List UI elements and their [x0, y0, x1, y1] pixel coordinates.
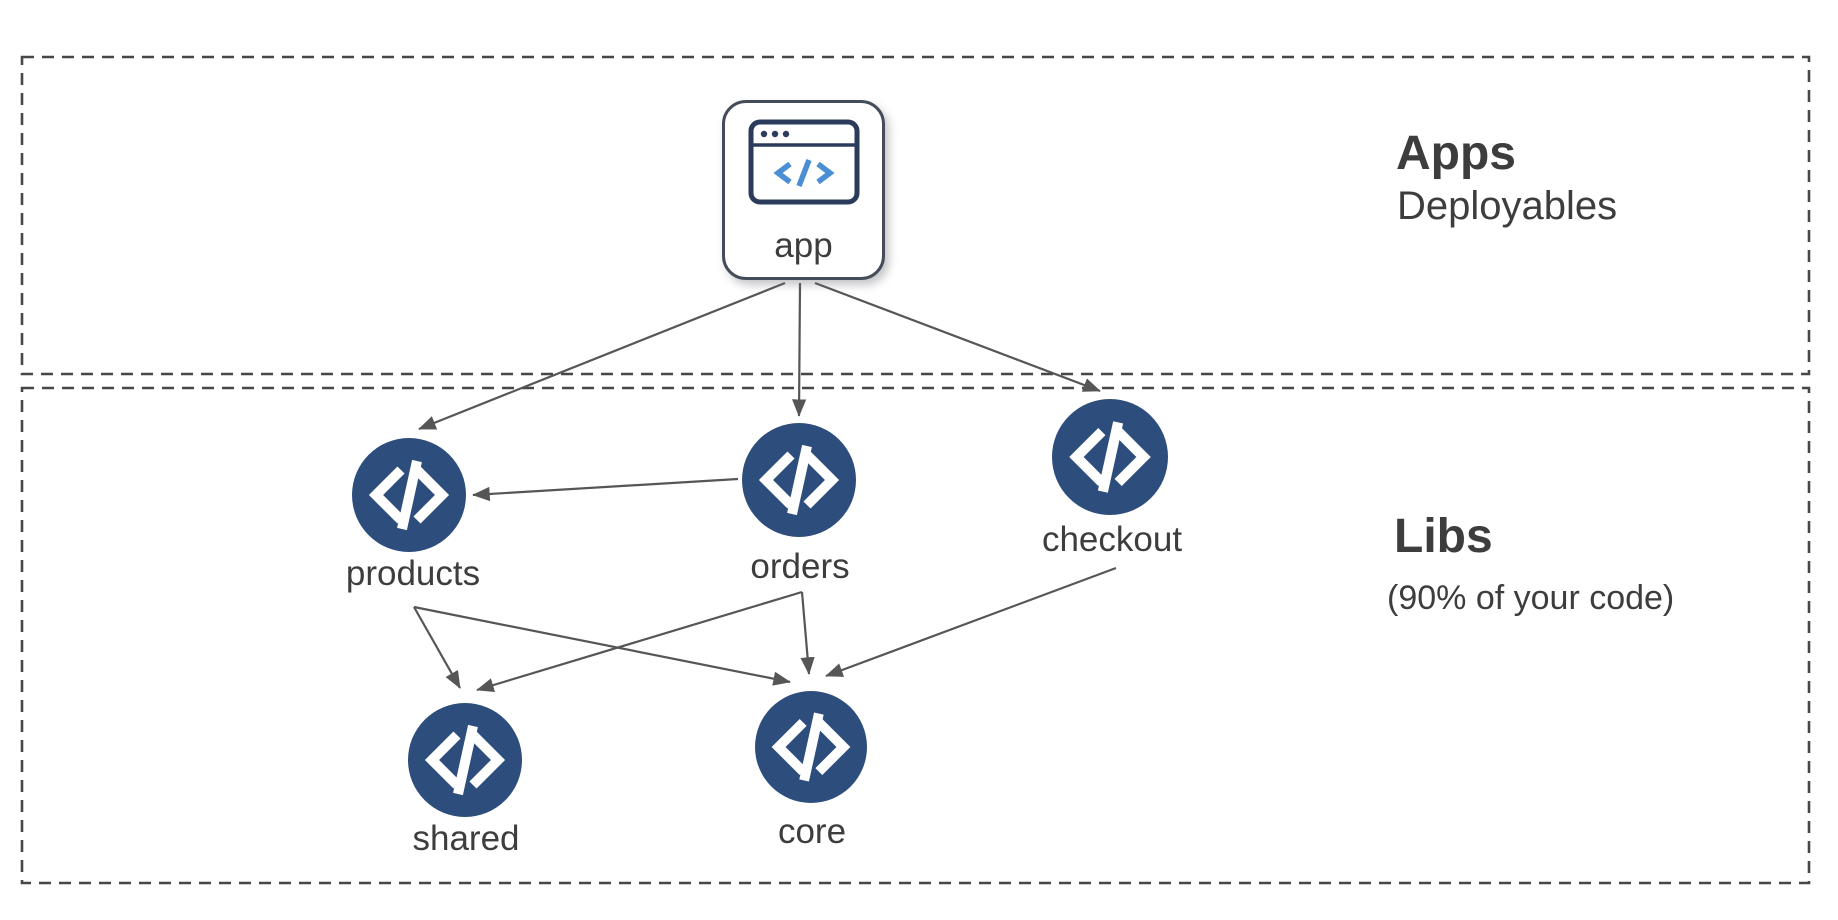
node-orders-label: orders: [750, 547, 850, 586]
node-app: app: [722, 100, 885, 280]
edge-products-to-core: [413, 605, 791, 686]
edge-app-to-orders: [791, 282, 807, 417]
node-shared: [408, 703, 522, 817]
edge-orders-to-core: [800, 591, 815, 675]
code-icon: [424, 724, 506, 796]
node-core: [755, 691, 867, 803]
node-app-label: app: [774, 226, 833, 265]
edge-orders-to-products: [472, 477, 739, 502]
code-icon: [771, 712, 851, 782]
edge-orders-to-shared: [476, 590, 803, 693]
node-checkout-label: checkout: [1041, 520, 1183, 559]
node-core-label: core: [777, 812, 847, 851]
libs-group-box: [20, 386, 1811, 885]
node-checkout: [1052, 399, 1168, 515]
browser-code-icon: [748, 119, 859, 205]
node-products: [352, 438, 466, 552]
apps-group-subtitle: Deployables: [1397, 184, 1618, 228]
libs-group-title: Libs: [1394, 510, 1493, 563]
code-icon: [758, 444, 840, 516]
edge-products-to-shared: [413, 606, 461, 689]
node-orders: [742, 423, 856, 537]
edge-checkout-to-core: [825, 566, 1117, 678]
edge-app-to-products: [418, 281, 786, 431]
apps-group-title: Apps: [1396, 127, 1516, 180]
libs-group-subtitle: (90% of your code): [1387, 579, 1675, 617]
edge-app-to-checkout: [814, 281, 1101, 393]
code-icon: [368, 459, 450, 531]
node-products-label: products: [345, 554, 481, 593]
code-icon: [1069, 421, 1151, 493]
node-shared-label: shared: [412, 819, 520, 858]
apps-group-box: [20, 55, 1811, 376]
